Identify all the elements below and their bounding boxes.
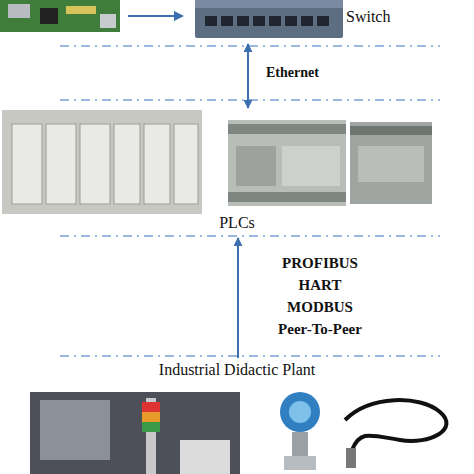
panel bbox=[358, 146, 424, 182]
tank bbox=[180, 440, 230, 474]
probe-cable bbox=[345, 400, 446, 450]
plc-s7-photo bbox=[228, 120, 346, 206]
node-label: Switch bbox=[346, 8, 390, 26]
dashed-line bbox=[60, 355, 440, 357]
module bbox=[144, 124, 170, 204]
module-body bbox=[350, 122, 432, 204]
port bbox=[301, 16, 313, 26]
port bbox=[285, 16, 297, 26]
plc-body bbox=[228, 120, 346, 206]
gpio-header bbox=[66, 6, 96, 14]
node-label: PLCs bbox=[0, 214, 474, 232]
port bbox=[269, 16, 281, 26]
separators bbox=[60, 46, 440, 356]
edge-label: Ethernet bbox=[266, 64, 346, 82]
display bbox=[289, 401, 311, 423]
network-switch bbox=[195, 0, 343, 38]
connector-arrow bbox=[237, 238, 239, 358]
terminal-strip bbox=[228, 124, 346, 134]
photo-bg bbox=[2, 110, 202, 214]
stack-light-red bbox=[142, 402, 160, 412]
switch-top bbox=[195, 0, 343, 8]
plant-photo bbox=[30, 392, 240, 474]
edge-label: PROFIBUS HART MODBUS Peer-To-Peer bbox=[270, 252, 370, 340]
pi-arrow bbox=[128, 11, 184, 21]
port bbox=[237, 16, 249, 26]
panel bbox=[40, 400, 110, 460]
probe-tip bbox=[346, 448, 356, 468]
plc-module-photo bbox=[350, 122, 432, 204]
module bbox=[80, 124, 110, 204]
module bbox=[114, 124, 140, 204]
ethernet-port bbox=[100, 14, 116, 28]
port bbox=[221, 16, 233, 26]
port bbox=[253, 16, 265, 26]
arrow-head bbox=[174, 11, 184, 21]
flange bbox=[284, 456, 316, 470]
stack-light-green bbox=[142, 422, 160, 432]
module bbox=[46, 124, 76, 204]
chip bbox=[40, 8, 58, 24]
dashed-line bbox=[60, 45, 440, 47]
connector-arrow bbox=[247, 44, 249, 108]
probe-photo bbox=[345, 400, 446, 468]
panel bbox=[282, 146, 340, 186]
port bbox=[205, 16, 217, 26]
node-group: Industrial Didactic Plant bbox=[0, 358, 474, 474]
terminal-strip bbox=[350, 126, 432, 135]
transmitter-head bbox=[280, 392, 320, 432]
switch-body bbox=[195, 0, 343, 38]
node-label: Industrial Didactic Plant bbox=[0, 361, 474, 379]
module bbox=[174, 124, 198, 204]
dashed-line bbox=[60, 99, 440, 101]
transmitter-photo bbox=[280, 392, 320, 470]
plc-cabinet-photo bbox=[2, 110, 202, 214]
arrow-line bbox=[128, 15, 176, 17]
node-group: PLCs bbox=[0, 108, 474, 238]
transmitter-body bbox=[292, 432, 308, 456]
raspberry-pi-board bbox=[0, 0, 120, 32]
board bbox=[0, 0, 120, 32]
port bbox=[317, 16, 329, 26]
panel bbox=[236, 146, 276, 186]
terminal-strip bbox=[228, 192, 346, 202]
module bbox=[12, 124, 42, 204]
node-group: Switch bbox=[190, 0, 410, 44]
usb-port bbox=[8, 4, 30, 18]
stack-light-orange bbox=[142, 412, 160, 422]
photo-bg bbox=[30, 392, 240, 474]
dashed-line bbox=[60, 235, 440, 237]
